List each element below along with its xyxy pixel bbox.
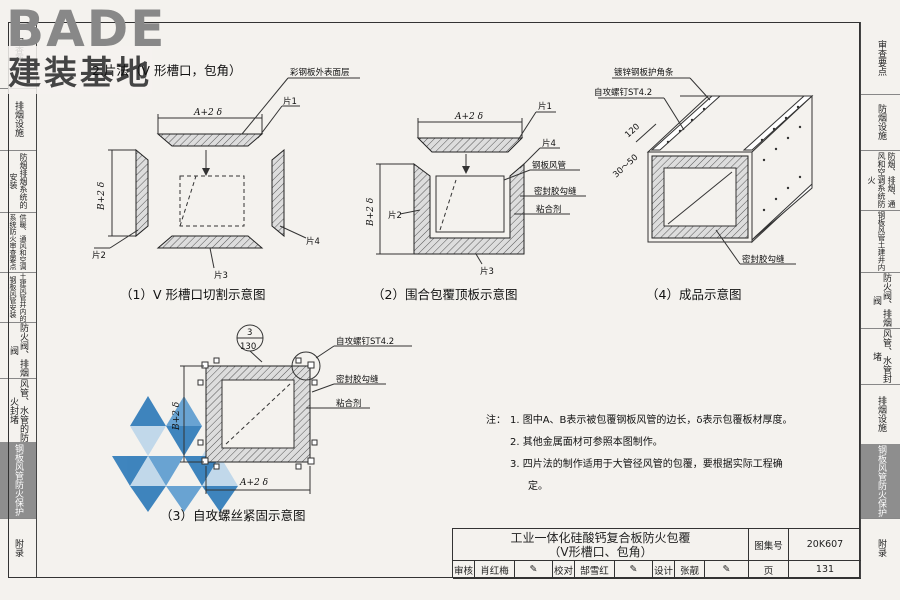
left-tab-8[interactable]: 附录 bbox=[13, 539, 23, 557]
right-tab-7[interactable]: 钢板风管防火保护 bbox=[861, 444, 900, 519]
note-3-cont: 定。 bbox=[528, 481, 548, 492]
fig2-dim-height: B+2 δ bbox=[366, 198, 376, 227]
fig2-label-adhesive: 粘合剂 bbox=[536, 204, 562, 215]
fig1-piece-bottom bbox=[156, 235, 264, 249]
fig1-dim-width: A+2 δ bbox=[193, 108, 222, 118]
fig2-label-p2: 片2 bbox=[388, 210, 402, 221]
right-tab-5[interactable]: 防火阀、排烟阀 bbox=[861, 272, 900, 329]
right-tab-3[interactable]: 防烟、排烟、通风和空调系统防火 bbox=[861, 150, 900, 211]
title-line-1: 工业一体化硅酸钙复合板防火包覆 bbox=[510, 531, 691, 545]
left-tab-4[interactable]: 土建风管井内的钢板风管安装 bbox=[0, 272, 36, 323]
note-2: 2. 其他金属面材可参照本图制作。 bbox=[510, 437, 663, 448]
fig3-ref-den: 130 bbox=[240, 342, 256, 352]
design-label: 设计 bbox=[653, 561, 675, 579]
right-tab-4[interactable]: 钢板风管土建井内 bbox=[861, 210, 900, 273]
fig3-label-seal: 密封胶勾缝 bbox=[336, 374, 379, 385]
right-tab-0[interactable]: 审查要点 bbox=[861, 22, 900, 95]
fig1-caption: （1）V 形槽口切割示意图 bbox=[120, 287, 266, 302]
right-tab-8[interactable]: 附录 bbox=[876, 539, 886, 557]
left-tab-column: 审查要点 排烟设施 防烟排烟系统的安装 供暖、通风和空调系统防火审查要点 土建风… bbox=[0, 22, 37, 578]
fig2-duct bbox=[435, 175, 505, 233]
title-line-2: （V形槽口、包角） bbox=[548, 545, 653, 559]
left-tab-3[interactable]: 供暖、通风和空调系统防火审查要点 bbox=[0, 212, 36, 273]
check-label: 校对 bbox=[553, 561, 575, 579]
review-name: 肖红梅 bbox=[475, 561, 515, 579]
fig1-label-p1: 片1 bbox=[283, 96, 297, 107]
fig1-duct-outline bbox=[179, 175, 245, 227]
section-heading: 2.片法（V 形槽口，包角） bbox=[92, 63, 242, 78]
drawing-frame bbox=[8, 22, 860, 578]
note-1: 1. 图中A、B表示被包覆钢板风管的边长，δ表示包覆板材厚度。 bbox=[510, 415, 793, 426]
page-label: 页 bbox=[749, 561, 789, 579]
fig3-ref-num: 3 bbox=[247, 328, 252, 338]
fig1-label-p2: 片2 bbox=[92, 250, 106, 261]
note-3: 3. 四片法的制作适用于大管径风管的包覆，要根据实际工程确 bbox=[510, 459, 783, 470]
title-block: 工业一体化硅酸钙复合板防火包覆 （V形槽口、包角） 图集号 20K607 审核 … bbox=[452, 528, 861, 579]
fig3-dim-width: A+2 δ bbox=[239, 478, 268, 488]
fig1-label-surface: 彩钢板外表面层 bbox=[290, 67, 350, 78]
title-block-title: 工业一体化硅酸钙复合板防火包覆 （V形槽口、包角） bbox=[453, 529, 749, 561]
fig1-piece-right bbox=[271, 148, 285, 238]
fig2-diagram: A+2 δ B+2 δ 片1 片4 钢板风管 密封胶勾缝 粘合剂 片2 片3 bbox=[366, 101, 586, 277]
design-signature: ✎ bbox=[705, 561, 749, 579]
fig4-label-corner: 镀锌钢板护角条 bbox=[614, 67, 674, 78]
design-name: 张靓 bbox=[675, 561, 705, 579]
left-tab-7[interactable]: 钢板风管防火保护 bbox=[0, 442, 36, 519]
fig1-dim-height: B+2 δ bbox=[97, 182, 107, 211]
fig3-caption: （3）自攻螺丝紧固示意图 bbox=[160, 508, 306, 523]
fig2-piece-top bbox=[416, 137, 524, 153]
fig2-body bbox=[413, 162, 525, 255]
review-signature: ✎ bbox=[515, 561, 553, 579]
check-signature: ✎ bbox=[615, 561, 653, 579]
brand-logo: BADE 建装基地 bbox=[4, 0, 179, 94]
atlas-label: 图集号 bbox=[749, 529, 789, 561]
fig1-piece-left bbox=[135, 148, 149, 238]
fig1-piece-top bbox=[156, 133, 264, 147]
fig3-label-adhesive: 粘合剂 bbox=[336, 398, 362, 409]
right-tab-1[interactable]: 防烟设施 bbox=[861, 94, 900, 151]
fig2-label-p4: 片4 bbox=[542, 138, 556, 149]
check-name: 郜雪红 bbox=[575, 561, 615, 579]
atlas-number: 20K607 bbox=[789, 529, 861, 561]
page-number: 131 bbox=[789, 561, 861, 579]
fig4-duct-opening bbox=[663, 167, 737, 227]
right-tab-6[interactable]: 风管、水管封堵 bbox=[861, 328, 900, 385]
fig3-dim-height: B+2 δ bbox=[172, 402, 182, 431]
fig3-diagram: 3 130 自攻螺钉ST4.2 密封胶勾缝 粘合剂 A+2 δ B+2 δ bbox=[112, 324, 412, 512]
fig2-label-seal: 密封胶勾缝 bbox=[534, 186, 577, 197]
fig4-label-screw: 自攻螺钉ST4.2 bbox=[594, 87, 652, 98]
fig2-label-p1: 片1 bbox=[538, 101, 552, 112]
notes-prefix: 注： bbox=[486, 415, 506, 426]
fig2-caption: （2）围合包覆顶板示意图 bbox=[372, 287, 518, 302]
fig1-diagram: A+2 δ B+2 δ 彩钢板外表面层 片1 片2 片3 片4 bbox=[92, 67, 360, 281]
fig2-label-p3: 片3 bbox=[480, 266, 494, 277]
logo-text-cn: 建装基地 bbox=[8, 46, 152, 94]
fig4-dim-30-50: 30～50 bbox=[611, 153, 640, 181]
review-label: 审核 bbox=[453, 561, 475, 579]
fig1-label-p3: 片3 bbox=[214, 270, 228, 281]
fig2-label-duct: 钢板风管 bbox=[532, 160, 566, 171]
fig4-diagram: 镀锌钢板护角条 自攻螺钉ST4.2 120 30～50 密封胶勾缝 bbox=[594, 67, 814, 265]
left-tab-2[interactable]: 防烟排烟系统的安装 bbox=[0, 150, 36, 213]
left-tab-1[interactable]: 排烟设施 bbox=[0, 88, 36, 151]
right-tab-column: 审查要点 防烟设施 防烟、排烟、通风和空调系统防火 钢板风管土建井内 防火阀、排… bbox=[860, 22, 900, 578]
fig1-label-p4: 片4 bbox=[306, 236, 320, 247]
fig4-dim-120: 120 bbox=[623, 122, 642, 140]
fig2-dim-width: A+2 δ bbox=[454, 112, 483, 122]
fig4-label-seal: 密封胶勾缝 bbox=[742, 254, 785, 265]
fig3-label-screw: 自攻螺钉ST4.2 bbox=[336, 336, 394, 347]
fig3-detail-circle bbox=[291, 351, 321, 381]
fig4-caption: （4）成品示意图 bbox=[646, 287, 742, 302]
left-tab-5[interactable]: 防火阀、排烟阀 bbox=[0, 322, 36, 379]
